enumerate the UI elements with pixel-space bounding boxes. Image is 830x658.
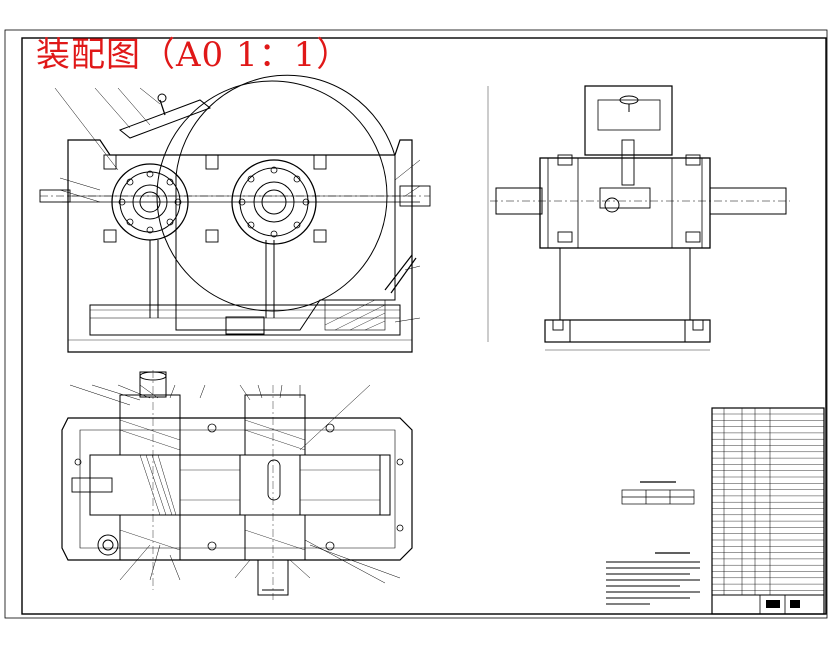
front-view bbox=[39, 74, 431, 353]
parameter-table bbox=[621, 481, 695, 505]
side-view bbox=[487, 85, 790, 351]
parts-list bbox=[711, 407, 825, 615]
technical-requirements bbox=[606, 552, 700, 605]
sheet-border bbox=[4, 29, 828, 619]
top-view bbox=[61, 370, 413, 600]
drawing-title-text: 装配图（A0 1：1） bbox=[36, 35, 352, 75]
drawing-title: 装配图（A0 1：1） bbox=[36, 38, 351, 72]
